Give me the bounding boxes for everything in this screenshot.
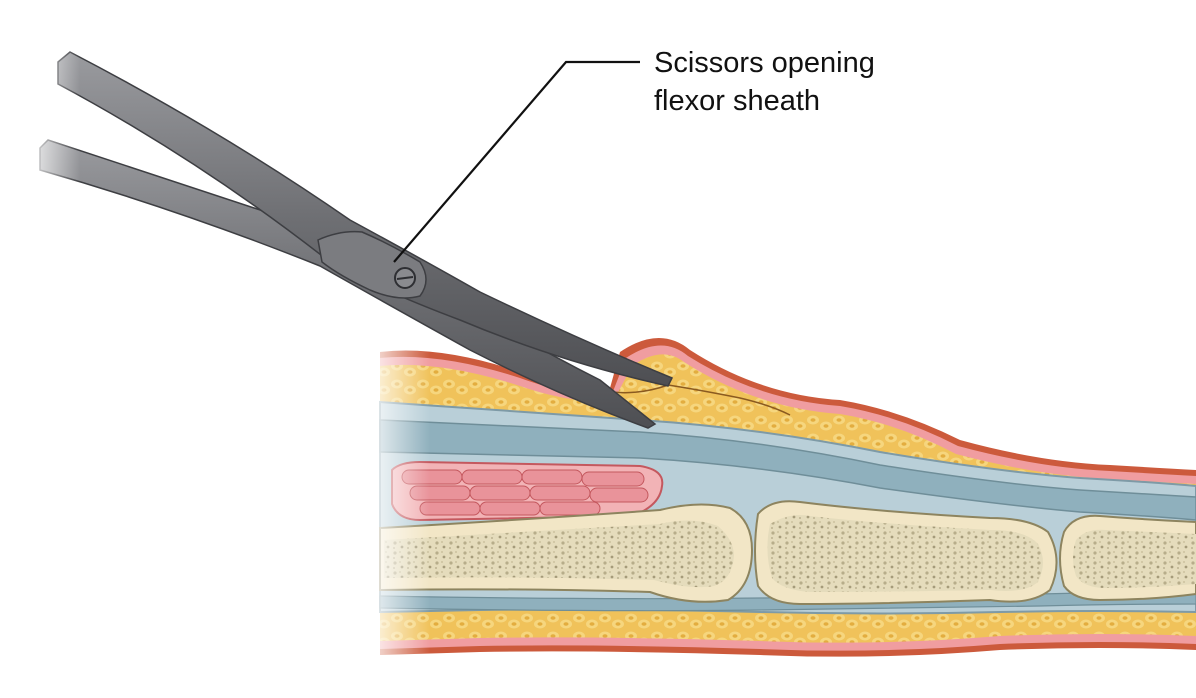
label-leader-line bbox=[393, 60, 640, 263]
scissors-label-line-2: flexor sheath bbox=[654, 85, 821, 117]
pivot-screw-icon bbox=[394, 267, 416, 289]
skin-flap-edge bbox=[611, 384, 791, 416]
middle-phalanx bbox=[754, 500, 1058, 606]
proximal-phalanx bbox=[379, 503, 754, 603]
scissors-upper-blade bbox=[57, 51, 674, 387]
scissors-label: Scissors opening flexor sheath bbox=[654, 44, 875, 120]
distal-phalanx bbox=[1059, 514, 1196, 602]
finger-cross-section bbox=[360, 330, 1196, 670]
scissors-label-line-1: Scissors opening bbox=[654, 47, 875, 79]
scissors-icon bbox=[20, 30, 674, 429]
flexor-tendon bbox=[379, 419, 1196, 521]
muscle-bundle bbox=[391, 460, 664, 522]
scissors-lower-blade bbox=[39, 139, 657, 429]
scissors-pivot-plate bbox=[317, 230, 427, 299]
